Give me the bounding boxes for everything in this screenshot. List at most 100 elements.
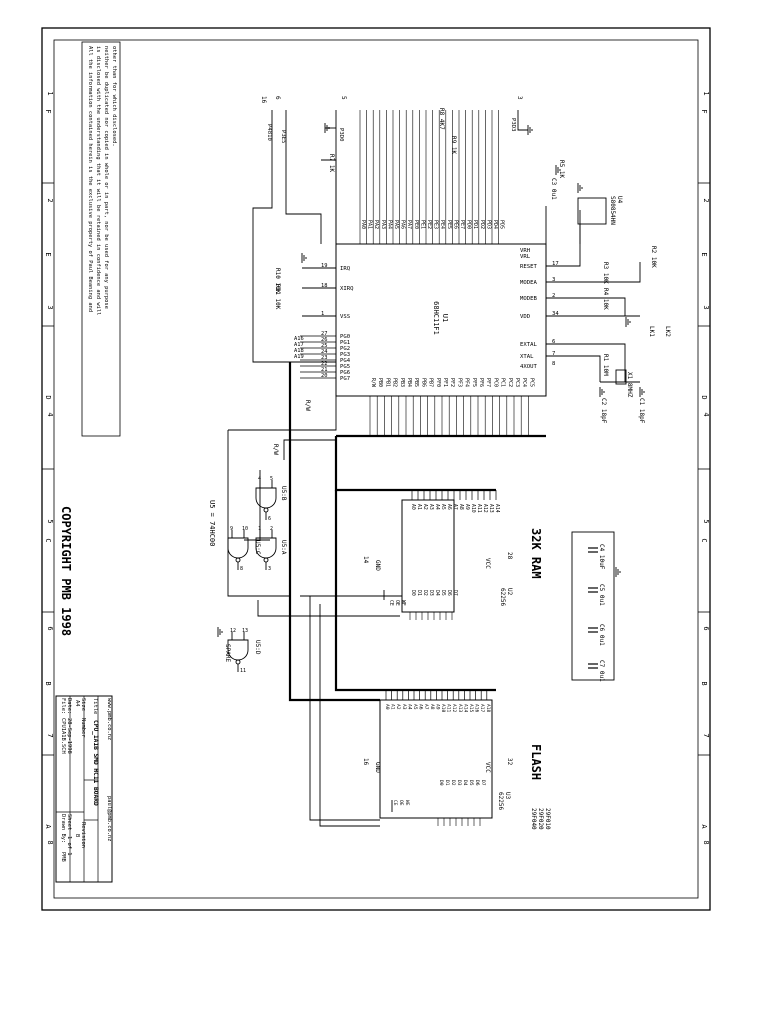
u3-power-pins: VCC 32 GND 16 (362, 758, 513, 773)
u1-pin-number: 8 (552, 361, 556, 367)
u1-top-pin: PD2 (479, 220, 485, 229)
net-labels: P4810 P3E5 P3D0 P3D3 (266, 118, 516, 143)
u1-pin-name: PG6 (340, 370, 350, 376)
c6-label: C6 0u1 (598, 624, 605, 646)
bus (288, 362, 546, 702)
u1-body (335, 243, 547, 397)
u3-data-pin: D5 (468, 780, 474, 786)
u3-addr-pin: A0 (384, 704, 390, 710)
u1-pin-number: 27 (321, 331, 328, 337)
crystal-label: X1 8MHZ (626, 372, 633, 398)
sheet-value: 1 of 1 (66, 836, 72, 855)
net-label-p3d0: P3D0 (338, 128, 344, 141)
u1-bottom-pin: PC2 (507, 378, 513, 387)
u1-top-pin: PA1 (367, 220, 373, 229)
gate-pin-number: 9 (230, 526, 233, 532)
frame-row-number: 5 (46, 519, 54, 523)
c4-label: C4 10uF (598, 544, 605, 570)
notice-line: All the information contained herein is … (87, 46, 93, 312)
u1-bottom-pin: PC0 (492, 378, 498, 387)
date-value: 28-Sep-1998 (66, 718, 72, 754)
u1-bottom-pin: PF6 (478, 378, 484, 387)
u3-ref: U3 (504, 792, 511, 800)
nand-gate-bubble (235, 557, 241, 563)
frame-row-number: 3 (702, 305, 710, 309)
u1-pin-number: 17 (552, 261, 559, 267)
svg-text:5: 5 (340, 96, 347, 100)
u1-bottom-pin: PF4 (464, 378, 470, 387)
u5a-ref: U5:A (280, 540, 287, 555)
u1-pin-number: 1 (321, 311, 324, 317)
u4-part: S80854HN (609, 196, 616, 225)
u1-bottom-pin: PB1 (384, 378, 390, 387)
c2-label: C2 18pF (600, 398, 607, 424)
u1-top-pin: PE6 (452, 220, 458, 229)
notice-box (81, 41, 121, 437)
u1-bottom-pin: PF2 (449, 378, 455, 387)
u3-data-pin: D3 (456, 780, 462, 786)
u1-pin-name: VRH (520, 248, 530, 254)
u1-bottom-pin: PF1 (442, 378, 448, 387)
u3-addr-pin: A17 (479, 704, 485, 713)
r5-label: R5 1K (558, 160, 565, 178)
frame-row-number: 1 (702, 91, 710, 95)
flash-alt-part: 29F020 (537, 808, 544, 830)
lk1-label: LK1 (648, 326, 655, 337)
u3-addr-pin: A8 (429, 704, 435, 710)
u1-bottom-pin: R/W (370, 378, 376, 388)
u1-top-pin: PD1 (472, 220, 478, 229)
u2-data-pin: D0 (410, 590, 416, 596)
u1-pin-name: VDD (520, 314, 531, 320)
u1-top-pin: PE4 (439, 220, 445, 229)
u1-top-pin: PA4 (386, 220, 392, 229)
u1-pin-name: XIRQ (340, 286, 354, 292)
gate-pin-number: 13 (242, 628, 248, 634)
u3-addr-pin: A12 (451, 704, 457, 713)
u1-bottom-pin: PF7 (485, 378, 491, 387)
u1-pin-number: 18 (321, 283, 328, 289)
u2-addr-pin: A13 (488, 504, 494, 513)
u1-pin-name: MODEA (520, 280, 537, 286)
gate-pin-number: 6 (268, 516, 271, 522)
svg-text:6: 6 (274, 96, 281, 100)
nand-gate-body (227, 639, 249, 661)
u1-top-pin: PA3 (380, 220, 386, 229)
gate-pin-number: 11 (240, 668, 246, 674)
frame-col-letter: B (700, 681, 708, 685)
u1-pin-name: PG1 (340, 340, 350, 346)
u1-pin-name: VRL (520, 254, 531, 260)
u1-pin-number: 34 (552, 311, 559, 317)
u2-addr-pin: A9 (464, 504, 470, 510)
u2-addr-pin: A1 (416, 504, 422, 510)
u1-bottom-pin: PB7 (428, 378, 434, 387)
u1-bottom-pin: PB4 (406, 378, 412, 387)
u1-left-pins: IRQ19XIRQ18VSS1PG027PG126PG225PG324PG423… (294, 263, 354, 382)
u3-data-pin: D4 (462, 780, 468, 786)
notice-text: All the information contained herein is … (87, 46, 117, 315)
net-label-p3d3: P3D3 (510, 118, 516, 131)
u1-pin-name: PG5 (340, 364, 350, 370)
nand-gate-body (255, 487, 277, 509)
r7-label: R7 1K (328, 154, 335, 172)
u1-pin-name: PG2 (340, 346, 350, 352)
r11-label: R11 10K (274, 284, 281, 310)
u3-addr-pin: A16 (474, 704, 480, 713)
title-value: CPU_1A1B SMD HC11 BOARD (92, 720, 99, 806)
u3-ctrl-pin: OE (398, 800, 404, 806)
u3-vcc-pin: 32 (506, 758, 513, 766)
rw-label: R/W (304, 400, 311, 411)
sheet-label: Sheet (66, 814, 72, 830)
passive-labels: R5 1K C3 0u1 R2 10K R3 10K R4 10K R1 10M… (274, 108, 671, 424)
u2-ctrl-pin: CE (388, 600, 394, 606)
u2-data-pin: D7 (452, 590, 458, 596)
u1-top-pin: PD3 (485, 220, 491, 229)
u1-bottom-pin: PC4 (521, 378, 527, 387)
revision-label: Revision (80, 822, 86, 848)
u2-addr-pin: A3 (428, 504, 434, 510)
u3-gnd-pin: 16 (362, 758, 369, 766)
file-label: File: (60, 698, 66, 714)
number-label: Number (80, 718, 86, 738)
u2-data-pin: D6 (446, 590, 452, 596)
